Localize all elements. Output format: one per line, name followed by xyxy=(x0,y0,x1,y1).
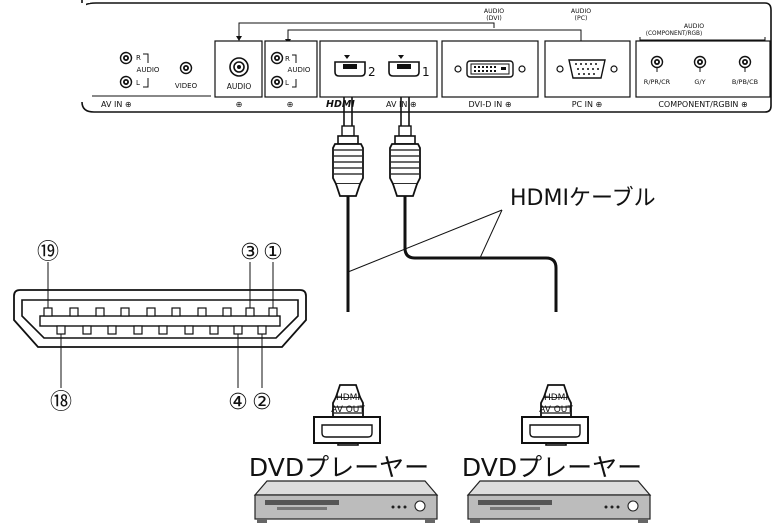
hdmi-port-1-label: 1 xyxy=(422,65,430,79)
audio-l-jack-icon[interactable] xyxy=(119,75,133,89)
audio2-input-label: ⊕ xyxy=(287,100,294,109)
player-left-av-out-label: AV OUT xyxy=(331,405,365,415)
audio-pc-label: AUDIO xyxy=(571,8,591,15)
pin-3-label: ③ xyxy=(240,240,260,265)
audio2-l-label: L xyxy=(285,79,289,87)
audio-rl-box: R AUDIO L ⊕ xyxy=(264,40,318,109)
video-jack-icon[interactable] xyxy=(179,61,193,75)
pin-4-label: ④ xyxy=(228,390,248,415)
audio-comp-label: AUDIO xyxy=(684,23,704,30)
av-in-group: R AUDIO L VIDEO AV IN ⊕ xyxy=(92,51,211,109)
audio2-r-jack-icon[interactable] xyxy=(270,51,284,65)
audio-dvi-label: AUDIO xyxy=(484,8,504,15)
pin-2-label: ② xyxy=(252,390,272,415)
player-left-hdmi-port-icon[interactable] xyxy=(321,424,373,438)
hdmi-cable-label: HDMIケーブル xyxy=(510,186,656,211)
player-left-hdmi-label: HDMI xyxy=(336,393,360,403)
audio2-l-jack-icon[interactable] xyxy=(270,75,284,89)
player-left-title: DVDプレーヤー xyxy=(249,453,429,482)
player-right-title: DVDプレーヤー xyxy=(462,453,642,482)
dvd-player-right: HDMI AV OUT DVDプレーヤー xyxy=(462,393,651,523)
player-right-hdmi-port-icon[interactable] xyxy=(529,424,581,438)
component-b-jack-icon[interactable] xyxy=(738,55,752,69)
hdmi-pin-diagram: ⑲ ③ ① ⑱ ④ ② xyxy=(13,240,307,415)
component-g-label: G/Y xyxy=(694,78,705,86)
audio-in-label: AUDIO xyxy=(227,82,252,91)
component-r-jack-icon[interactable] xyxy=(650,55,664,69)
component-g-jack-icon[interactable] xyxy=(693,55,707,69)
audio-in-box: AUDIO ⊕ xyxy=(214,40,263,109)
component-b-label: B/PB/CB xyxy=(732,78,758,86)
pc-box: PC IN ⊕ xyxy=(544,40,631,109)
dvd-player-left: HDMI AV OUT DVDプレーヤー xyxy=(249,393,438,523)
pin-18-label: ⑱ xyxy=(50,390,72,415)
av-in-label: AV IN ⊕ xyxy=(101,100,132,109)
video-label: VIDEO xyxy=(175,82,198,90)
player-right-hdmi-label: HDMI xyxy=(544,393,568,403)
hdmi-cable-left xyxy=(332,97,364,446)
dvid-box: DVI-D IN ⊕ xyxy=(441,40,539,109)
audio2-label: AUDIO xyxy=(288,66,311,74)
av-in-r-label: R xyxy=(136,54,141,62)
hdmi-input-box: 2 1 HDMI AV IN ⊕ xyxy=(319,40,438,110)
dvid-in-label: DVI-D IN ⊕ xyxy=(468,100,511,109)
audio-comp-sub: (COMPONENT/RGB) xyxy=(646,31,703,37)
pc-in-label: PC IN ⊕ xyxy=(572,100,603,109)
audio-in-input-label: ⊕ xyxy=(236,100,243,109)
audio-routing: AUDIO (DVI) AUDIO (PC) AUDIO (COMPONENT/… xyxy=(236,8,766,45)
component-box: R/PR/CR G/Y B/PB/CB COMPONENT/RGBIN ⊕ xyxy=(635,40,771,109)
audio-r-jack-icon[interactable] xyxy=(119,51,133,65)
dvd-player-left-icon xyxy=(254,480,438,523)
pin-1-label: ① xyxy=(263,240,283,265)
player-right-av-out-label: AV OUT xyxy=(539,405,573,415)
cable-callout: HDMIケーブル xyxy=(347,186,656,273)
audio-pc-sub: (PC) xyxy=(575,15,588,22)
hdmi-logo: HDMI xyxy=(326,99,355,110)
audio-dvi-sub: (DVI) xyxy=(486,15,502,22)
component-r-label: R/PR/CR xyxy=(644,78,671,86)
pin-19-label: ⑲ xyxy=(37,240,59,265)
av-in-audio-label: AUDIO xyxy=(137,66,160,74)
dvd-player-right-icon xyxy=(467,480,651,523)
hdmi-port-2-label: 2 xyxy=(368,65,376,79)
av-in-l-label: L xyxy=(136,79,140,87)
component-in-label: COMPONENT/RGBIN ⊕ xyxy=(658,100,747,109)
audio2-r-label: R xyxy=(285,55,290,63)
